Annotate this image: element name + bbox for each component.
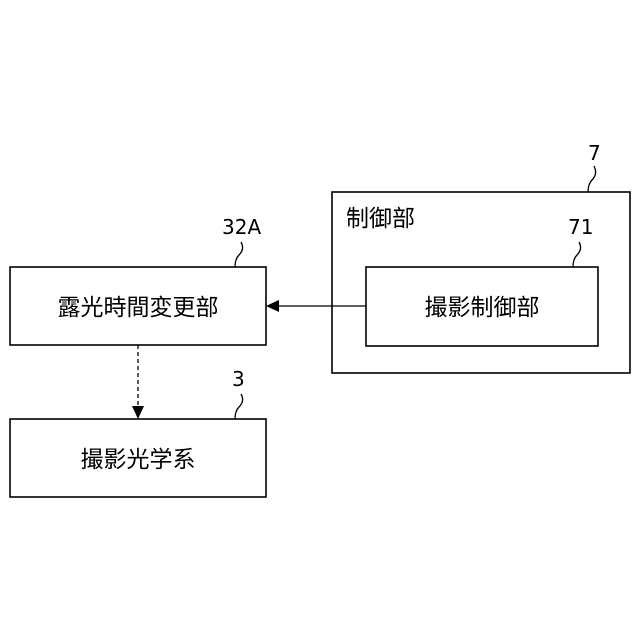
control-unit-ref: 7 bbox=[588, 141, 601, 192]
imaging-optical-system-ref-number: 3 bbox=[232, 367, 245, 391]
control-signal-arrowhead bbox=[266, 300, 279, 312]
control-unit-label: 制御部 bbox=[346, 206, 415, 232]
exposure-time-change-unit-label: 露光時間変更部 bbox=[58, 295, 219, 321]
imaging-optical-system-leader-line bbox=[235, 394, 243, 419]
imaging-optical-system-block: 撮影光学系 bbox=[10, 419, 266, 497]
exposure-time-change-unit-leader-line bbox=[235, 242, 243, 267]
imaging-control-unit-label: 撮影制御部 bbox=[425, 295, 540, 321]
control-unit-leader-line bbox=[588, 166, 596, 192]
imaging-optical-system-ref: 3 bbox=[232, 367, 245, 419]
exposure-time-change-unit-block: 露光時間変更部 bbox=[10, 267, 266, 345]
exposure-adjust-arrowhead bbox=[132, 406, 144, 419]
exposure-time-change-unit-ref-number: 32A bbox=[222, 215, 261, 239]
imaging-control-unit-block: 撮影制御部 bbox=[366, 267, 598, 346]
control-unit-ref-number: 7 bbox=[588, 141, 601, 165]
imaging-control-unit-ref-number: 71 bbox=[568, 215, 593, 239]
imaging-optical-system-label: 撮影光学系 bbox=[81, 447, 196, 473]
exposure-time-change-unit-ref: 32A bbox=[222, 215, 261, 267]
exposure-adjust-arrow bbox=[132, 345, 144, 419]
